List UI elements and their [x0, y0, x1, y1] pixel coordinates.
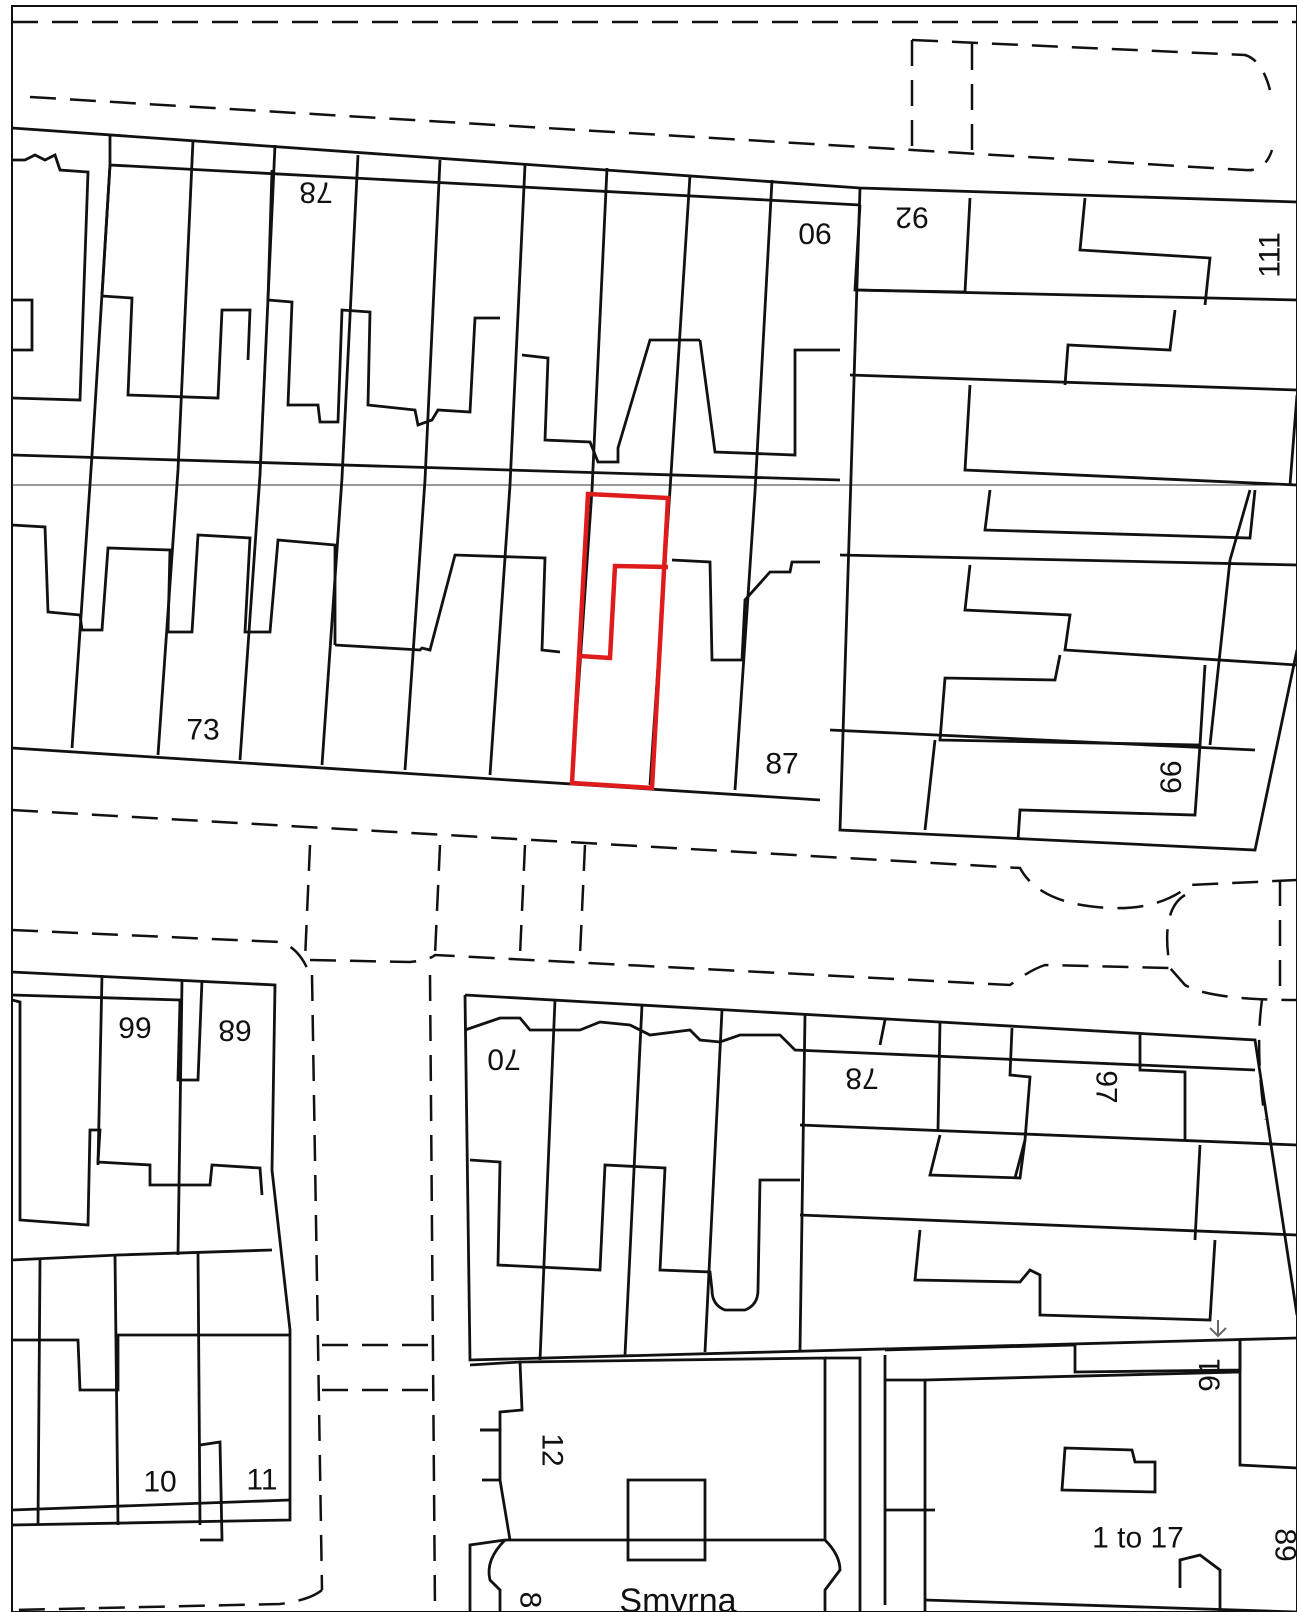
label-11: 11 — [246, 1464, 277, 1497]
label-92: 92 — [895, 201, 928, 234]
label-66: 66 — [118, 1011, 151, 1044]
label-91: 91 — [1194, 1358, 1227, 1391]
label-10: 10 — [143, 1466, 176, 1499]
label-70: 70 — [487, 1043, 520, 1076]
boundary-arrow — [1209, 1320, 1227, 1338]
road-boundaries — [11, 20, 1297, 1612]
house-number-labels: 78 90 92 111 73 87 99 66 68 70 78 97 91 … — [118, 176, 1297, 1612]
label-12: 12 — [536, 1433, 569, 1466]
label-1-to-17: 1 to 17 — [1092, 1522, 1184, 1555]
label-78-bottom: 78 — [845, 1062, 878, 1095]
label-99: 99 — [1154, 760, 1187, 793]
site-boundary-highlight — [569, 491, 671, 791]
block-north-parcels — [11, 126, 1297, 852]
label-111: 111 — [1254, 232, 1287, 278]
label-90: 90 — [798, 217, 831, 250]
block-southeast-parcels — [463, 993, 1297, 1612]
label-87: 87 — [765, 748, 798, 781]
label-smyrna: Smyrna — [619, 1582, 736, 1612]
block-southwest-parcels — [11, 970, 292, 1542]
label-97: 97 — [1090, 1070, 1123, 1103]
label-8: 8 — [514, 1592, 547, 1609]
label-68: 68 — [218, 1014, 251, 1047]
label-78-top: 78 — [299, 176, 332, 209]
label-73: 73 — [186, 714, 219, 747]
label-89: 89 — [1269, 1528, 1297, 1561]
